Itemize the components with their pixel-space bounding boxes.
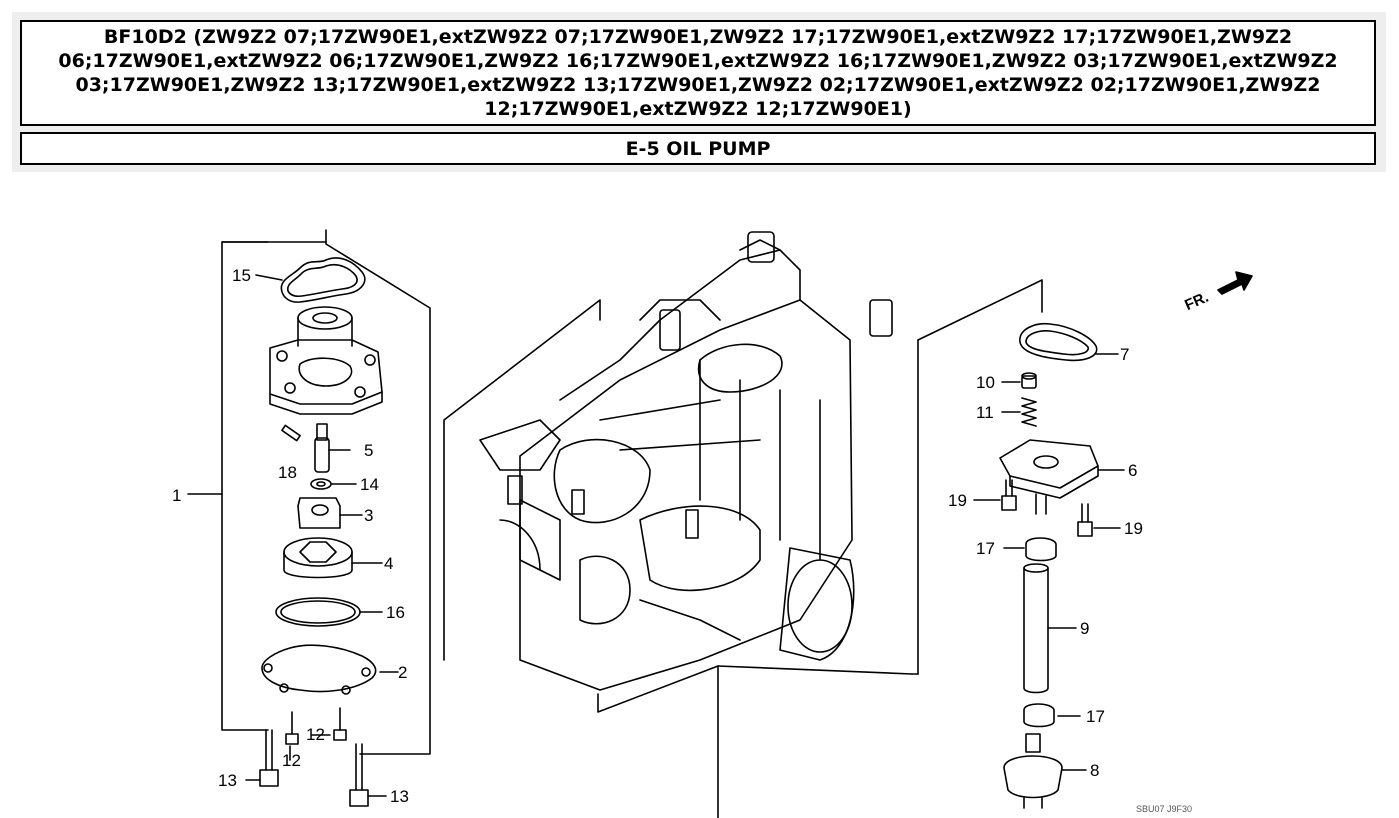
bolt-12-left	[285, 711, 299, 761]
engine-block	[443, 231, 893, 818]
bolt-12-right	[311, 707, 347, 741]
section-title: E-5 OIL PUMP	[625, 137, 771, 160]
callout-9: 9	[1080, 619, 1089, 638]
hose-clamp-17-bottom	[1023, 703, 1081, 728]
outer-rotor-4	[283, 537, 383, 579]
callout-15: 15	[232, 266, 251, 285]
front-indicator-label: FR.	[1182, 289, 1211, 314]
bolt-19-right	[1077, 503, 1121, 537]
bolt-13-right	[349, 743, 387, 807]
o-ring-16	[275, 597, 383, 627]
callout-13-left: 13	[218, 771, 237, 790]
parts-diagram-svg: 1 2 3 4 5 6 7 8 9 10 11 12 12 13 13 14 1…	[172, 229, 1253, 818]
bolt-19-left	[973, 479, 1017, 511]
callout-17-top: 17	[976, 539, 995, 558]
callout-labels: 1 2 3 4 5 6 7 8 9 10 11 12 12 13 13 14 1…	[172, 266, 1211, 814]
callout-3: 3	[364, 506, 373, 525]
pump-cover-2	[261, 644, 399, 695]
pump-cover-gasket-15	[280, 257, 366, 303]
relief-valve-10	[1001, 372, 1037, 389]
inner-rotor-3	[297, 497, 363, 529]
callout-18: 18	[278, 463, 297, 482]
callout-2: 2	[398, 663, 407, 682]
callout-10: 10	[976, 373, 995, 392]
gasket-7	[1019, 322, 1119, 362]
callout-19-left: 19	[948, 491, 967, 510]
drawing-code: SBU07 J9F30	[1136, 804, 1192, 814]
oil-pump-body	[269, 306, 383, 415]
oil-strainer-8	[1003, 733, 1087, 809]
hose-clamp-17-top	[1003, 537, 1057, 562]
callout-12-left: 12	[282, 751, 301, 770]
parts-diagram: 1 2 3 4 5 6 7 8 9 10 11 12 12 13 13 14 1…	[0, 180, 1399, 818]
section-title-box: E-5 OIL PUMP	[20, 132, 1376, 165]
header-panel: BF10D2 (ZW9Z2 07;17ZW90E1,extZW9Z2 07;17…	[12, 12, 1386, 172]
spring-11	[1001, 397, 1037, 427]
callout-13-right: 13	[390, 787, 409, 806]
model-title-box: BF10D2 (ZW9Z2 07;17ZW90E1,extZW9Z2 07;17…	[20, 20, 1376, 126]
oil-hose-9	[1023, 563, 1077, 694]
callout-14: 14	[360, 475, 379, 494]
callout-19-right: 19	[1124, 519, 1143, 538]
callout-11: 11	[976, 403, 994, 422]
callout-8: 8	[1090, 761, 1099, 780]
pump-shaft-5	[314, 423, 351, 473]
callout-5: 5	[364, 441, 373, 460]
callout-1: 1	[172, 486, 181, 505]
model-title: BF10D2 (ZW9Z2 07;17ZW90E1,extZW9Z2 07;17…	[58, 26, 1338, 120]
callout-6: 6	[1128, 461, 1137, 480]
dowel-pin-18	[281, 424, 301, 442]
callout-17-bottom: 17	[1086, 707, 1105, 726]
front-arrow-icon	[1217, 271, 1253, 295]
callout-16: 16	[386, 603, 405, 622]
strainer-assembly-bracket	[717, 279, 1043, 675]
callout-4: 4	[384, 554, 393, 573]
callout-12-right: 12	[306, 725, 325, 744]
callout-7: 7	[1120, 345, 1129, 364]
oil-pump-assembly-bracket	[187, 229, 431, 755]
bolt-13-left	[245, 729, 279, 787]
relief-valve-case-6	[999, 439, 1125, 515]
washer-14	[310, 478, 357, 490]
